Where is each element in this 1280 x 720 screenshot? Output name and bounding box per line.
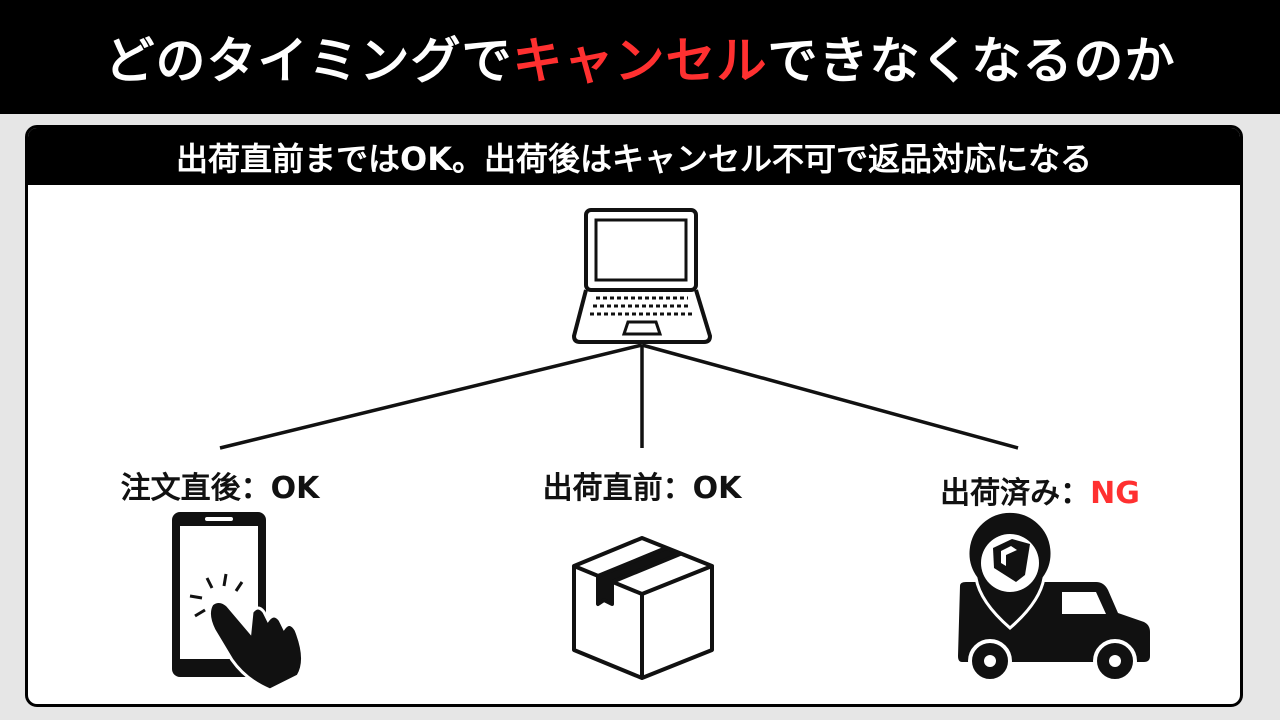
title-part1: どのタイミングで [104, 32, 513, 90]
delivery-truck-icon [958, 509, 1150, 683]
title-part2: できなくなるのか [767, 32, 1176, 90]
cardboard-box-icon [572, 536, 714, 680]
stage-status: NG [1090, 476, 1140, 511]
stage-status: OK [270, 471, 320, 506]
connector-left [219, 343, 643, 450]
smartphone-tap-icon [172, 512, 304, 692]
title-bar: どのタイミングでキャンセルできなくなるのか [0, 0, 1280, 114]
stage-before-shipping: 出荷直前：OK [543, 463, 742, 507]
stage-label: 注文直後： [120, 471, 271, 506]
connector-right [641, 343, 1019, 450]
panel-heading: 出荷直前まではOK。出荷後はキャンセル不可で返品対応になる [28, 128, 1240, 185]
stage-label: 出荷済み： [940, 476, 1091, 511]
stage-label: 出荷直前： [542, 471, 693, 506]
stage-shipped: 出荷済み：NG [940, 468, 1140, 512]
laptop-icon [571, 208, 713, 344]
stage-after-order: 注文直後：OK [121, 463, 320, 507]
stage-status: OK [692, 471, 742, 506]
title-highlight: キャンセル [512, 32, 768, 90]
